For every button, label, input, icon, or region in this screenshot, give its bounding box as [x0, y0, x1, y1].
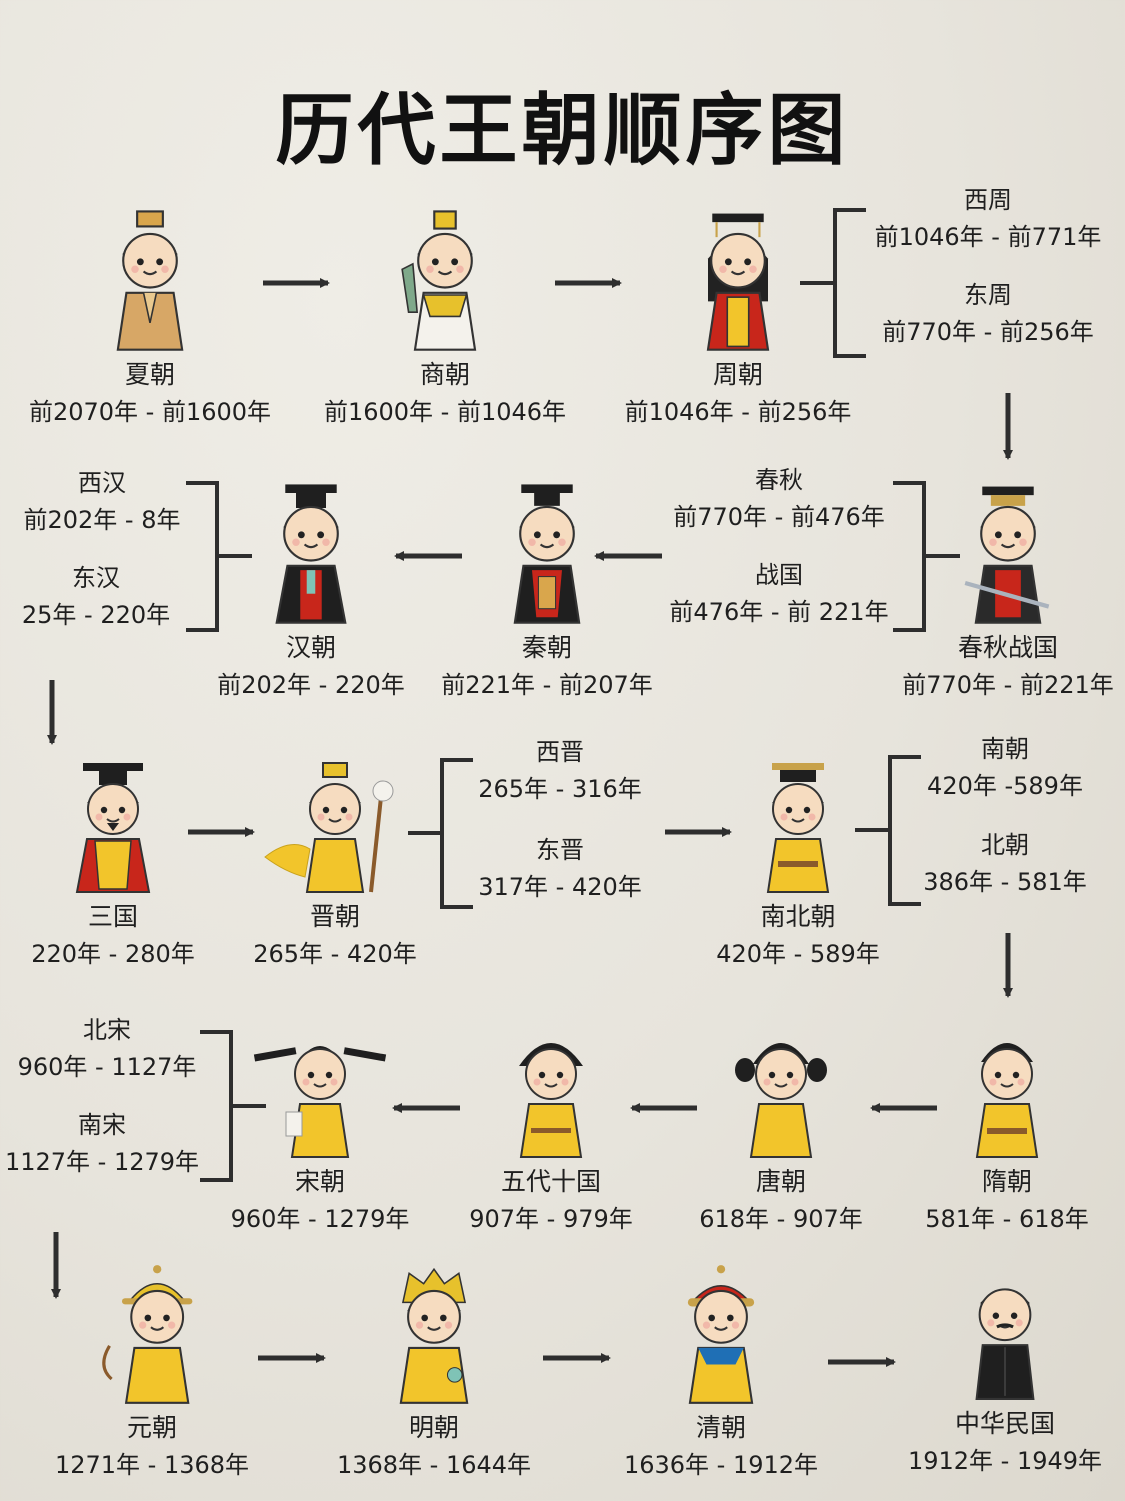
yuan-emperor-icon — [102, 1265, 193, 1404]
dynasty-name: 五代十国 — [500, 1167, 601, 1196]
subperiod-chunqiu: 春秋 前770年 - 前476年 — [673, 466, 885, 531]
dynasty-qin: 秦朝 前221年 - 前207年 — [397, 478, 697, 704]
song-emperor-icon — [253, 1046, 387, 1158]
dynasty-name: 三国 — [87, 902, 138, 931]
republic-leader-icon — [975, 1288, 1035, 1400]
subperiod-xizhou: 西周 前1046年 - 前771年 — [874, 186, 1102, 251]
dynasty-years: 1368年 - 1644年 — [336, 1451, 532, 1479]
qing-emperor-icon — [687, 1265, 755, 1404]
dynasty-han: 汉朝 前202年 - 220年 — [161, 478, 461, 704]
dynasty-yuan: 元朝 1271年 - 1368年 — [2, 1263, 302, 1484]
nanbei-emperor-icon — [766, 763, 830, 893]
dynasty-name: 秦朝 — [521, 633, 572, 662]
dynasty-jin: 晋朝 265年 - 420年 — [185, 757, 485, 973]
dynasty-chunqiu-zhanguo: 春秋战国 前770年 - 前221年 — [858, 478, 1125, 704]
dynasty-years: 220年 - 280年 — [31, 940, 195, 968]
dynasty-name: 中华民国 — [954, 1409, 1055, 1438]
bracket-han — [186, 481, 252, 632]
dynasty-name: 明朝 — [408, 1413, 459, 1442]
dynasty-sanguo: 三国 220年 - 280年 — [0, 757, 263, 973]
jin-emperor-icon — [264, 762, 394, 893]
dynasty-tang: 唐朝 618年 - 907年 — [631, 1022, 931, 1238]
dynasty-name: 夏朝 — [124, 360, 175, 389]
dynasty-years: 前221年 - 前207年 — [441, 671, 653, 699]
wudai-emperor-icon — [519, 1043, 583, 1158]
dynasty-years: 960年 - 1279年 — [230, 1205, 410, 1233]
subperiod-donghan: 东汉 25年 - 220年 — [21, 564, 171, 629]
dynasty-years: 907年 - 979年 — [469, 1205, 633, 1233]
subperiod-beichao: 北朝 386年 - 581年 — [923, 831, 1087, 896]
dynasty-xia: 夏朝 前2070年 - 前1600年 — [0, 205, 300, 431]
dynasty-years: 265年 - 420年 — [253, 940, 417, 968]
dynasty-name: 清朝 — [695, 1413, 746, 1442]
bracket-nanbei — [855, 755, 921, 906]
subperiod-dongzhou: 东周 前770年 - 前256年 — [882, 281, 1094, 346]
dynasty-name: 春秋战国 — [957, 633, 1058, 662]
dynasty-years: 前1600年 - 前1046年 — [323, 398, 567, 426]
dynasty-wudai: 五代十国 907年 - 979年 — [401, 1022, 701, 1238]
dynasty-years: 前202年 - 220年 — [217, 671, 405, 699]
bracket-jin — [408, 758, 473, 909]
chunqiu-zhanguo-king-icon — [964, 486, 1050, 624]
subperiod-beisong: 北宋 960年 - 1127年 — [17, 1016, 197, 1081]
dynasty-name: 隋朝 — [981, 1167, 1032, 1196]
dynasty-years: 581年 - 618年 — [925, 1205, 1089, 1233]
subperiod-dongjin: 东晋 317年 - 420年 — [478, 836, 642, 901]
subperiod-xijin: 西晋 265年 - 316年 — [478, 738, 642, 803]
dynasty-shang: 商朝 前1600年 - 前1046年 — [295, 205, 595, 431]
sui-emperor-icon — [975, 1043, 1039, 1158]
dynasty-years: 前1046年 - 前256年 — [624, 398, 852, 426]
bracket-song — [200, 1030, 266, 1182]
dynasty-nanbei: 南北朝 420年 - 589年 — [648, 757, 948, 973]
xia-emperor-icon — [116, 210, 184, 351]
dynasty-name: 周朝 — [712, 360, 763, 389]
tang-emperor-icon — [735, 1043, 827, 1158]
dynasty-years: 1636年 - 1912年 — [623, 1451, 819, 1479]
page-title: 历代王朝顺序图 — [275, 86, 850, 176]
dynasty-name: 晋朝 — [309, 902, 360, 931]
dynasty-years: 前770年 - 前221年 — [902, 671, 1114, 699]
shang-emperor-icon — [401, 210, 477, 351]
dynasty-sui: 隋朝 581年 - 618年 — [857, 1022, 1125, 1238]
qin-emperor-icon — [513, 484, 581, 624]
dynasty-years: 420年 - 589年 — [716, 940, 880, 968]
dynasty-years: 1271年 - 1368年 — [54, 1451, 250, 1479]
dynasty-years: 前2070年 - 前1600年 — [28, 398, 272, 426]
dynasty-name: 元朝 — [126, 1413, 177, 1442]
subperiod-zhanguo: 战国 前476年 - 前 221年 — [669, 561, 889, 626]
dynasty-name: 唐朝 — [755, 1167, 806, 1196]
subperiod-nansong: 南宋 1127年 - 1279年 — [4, 1111, 200, 1176]
dynasty-qing: 清朝 1636年 - 1912年 — [571, 1263, 871, 1484]
dynasty-name: 商朝 — [419, 360, 470, 389]
bracket-chunqiu — [893, 481, 960, 632]
dynasty-zhou: 周朝 前1046年 - 前256年 — [588, 205, 888, 431]
dynasty-name: 汉朝 — [285, 633, 336, 662]
subperiod-xihan: 西汉 前202年 - 8年 — [23, 469, 181, 534]
dynasty-years: 1912年 - 1949年 — [907, 1447, 1103, 1475]
dynasty-name: 宋朝 — [294, 1167, 345, 1196]
three-kingdoms-ruler-icon — [75, 763, 151, 893]
dynasty-ming: 明朝 1368年 - 1644年 — [284, 1263, 584, 1484]
dynasty-song: 宋朝 960年 - 1279年 — [170, 1022, 470, 1238]
zhou-emperor-icon — [706, 213, 770, 351]
dynasty-republic: 中华民国 1912年 - 1949年 — [855, 1262, 1125, 1480]
dynasty-name: 南北朝 — [760, 902, 836, 931]
bracket-zhou — [800, 208, 866, 358]
han-emperor-icon — [275, 484, 347, 624]
dynasty-years: 618年 - 907年 — [699, 1205, 863, 1233]
subperiod-nanchao: 南朝 420年 -589年 — [927, 735, 1083, 800]
ming-emperor-icon — [399, 1267, 469, 1404]
